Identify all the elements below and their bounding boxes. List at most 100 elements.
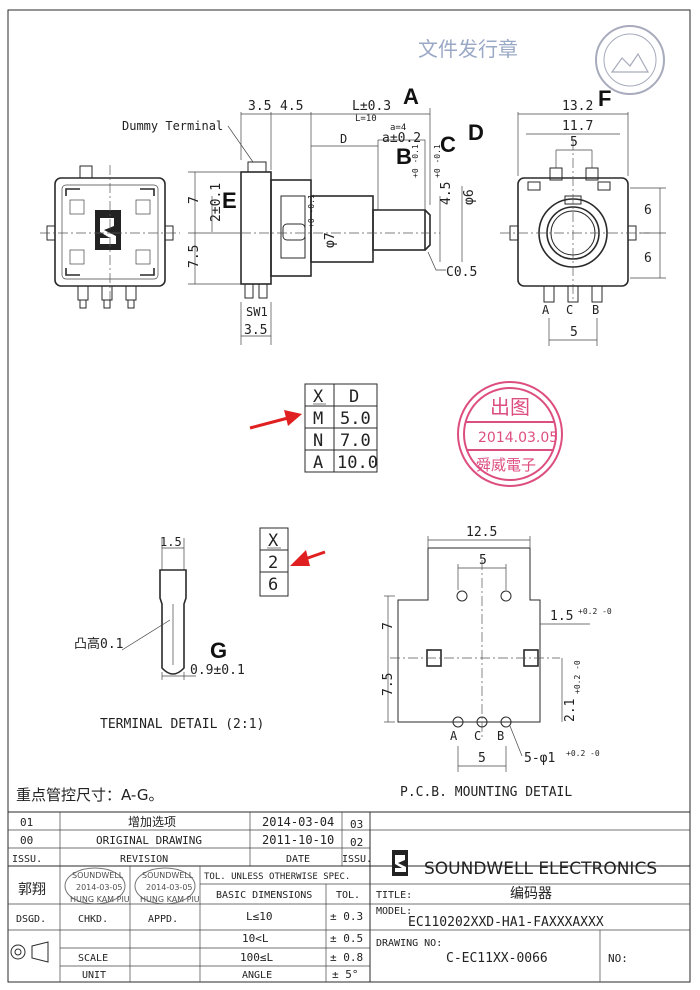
- x2-row-2: 2: [268, 553, 278, 573]
- letter-A: A: [403, 84, 419, 109]
- dim-5-pcb-bottom: 5: [478, 751, 486, 766]
- chkd-label: CHKD.: [78, 914, 108, 925]
- red-arrow-icon: [249, 410, 302, 430]
- xd-row-m-d: 5.0: [340, 409, 371, 429]
- scale-label: SCALE: [78, 953, 108, 964]
- title-label: TITLE:: [376, 890, 412, 901]
- dim-3.5-bottom: 3.5: [244, 323, 267, 338]
- model-label: MODEL:: [376, 906, 412, 917]
- projection-icon: [10, 941, 49, 963]
- tol-row4-dim: ANGLE: [242, 970, 272, 981]
- xd-row-a-x: A: [313, 453, 323, 473]
- tol-row2-tol: ± 0.5: [330, 932, 363, 945]
- unit-label: UNIT: [82, 970, 106, 981]
- dsgd-label: DSGD.: [16, 914, 46, 925]
- model-value: EC110202XXD-HA1-FAXXXAXXX: [408, 915, 604, 930]
- letter-B: B: [396, 144, 412, 169]
- xd-row-a-d: 10.0: [337, 453, 378, 473]
- dim-13.2: 13.2: [562, 99, 593, 114]
- dim-2.1-pcb: 2.1: [563, 699, 578, 722]
- front-view: [40, 165, 180, 309]
- dim-phi7-tol: +0 -0.1: [307, 194, 316, 228]
- dim-phi6-tol: +0 -0.1: [433, 144, 442, 178]
- pin-B-pcb: B: [497, 729, 504, 743]
- dim-L10: L=10: [355, 114, 377, 124]
- rev-row2-no: 00: [20, 834, 33, 847]
- tol-row3-tol: ± 0.8: [330, 951, 363, 964]
- pin-C-right: C: [566, 303, 573, 317]
- rev-row1-desc: 增加选项: [128, 815, 176, 829]
- dim-5-pcb: 5: [479, 553, 487, 568]
- soundwell-logo-icon: [95, 210, 121, 250]
- terminal-detail-title: TERMINAL DETAIL (2:1): [100, 717, 264, 732]
- dim-a02: a±0.2: [382, 131, 421, 146]
- terminal-detail: 1.5 0.9±0.1 G 凸高0.1 TERMINAL DETAIL (2:1…: [74, 535, 264, 732]
- letter-F: F: [598, 86, 611, 111]
- dim-phi6: φ6: [462, 189, 477, 205]
- stamp-bottom: 舜威電子: [476, 456, 536, 474]
- dim-11.7: 11.7: [562, 119, 593, 134]
- hdr-issu2: ISSU.: [342, 854, 372, 865]
- dim-4.5-top: 4.5: [280, 99, 303, 114]
- drawn-by: 郭翔: [18, 881, 46, 898]
- dim-7-pcb: 7: [381, 622, 396, 630]
- dim-7.5: 7.5: [187, 245, 202, 268]
- dim-2: 2±0.1: [209, 183, 224, 222]
- key-dims-note: 重点管控尺寸：A-G。: [16, 786, 164, 804]
- no-label: NO:: [608, 952, 628, 965]
- appd-label: APPD.: [148, 914, 178, 925]
- dim-2.1-pcb-tol: +0.2 -0: [573, 660, 582, 694]
- rev-row1-date: 2014-03-04: [262, 815, 334, 829]
- drawing-no-value: C-EC11XX-0066: [446, 951, 548, 966]
- tol-row1-dim: L≤10: [246, 910, 273, 923]
- dim-D-label: D: [340, 132, 347, 146]
- xd-header-x: X: [313, 387, 324, 407]
- tol-title: TOL. UNLESS OTHERWISE SPEC.: [204, 872, 350, 882]
- hdr-revision: REVISION: [120, 854, 168, 865]
- dim-5-bottom-right: 5: [570, 325, 578, 340]
- x2-row-6: 6: [268, 575, 278, 595]
- xd-row-n-d: 7.0: [340, 431, 371, 451]
- dim-0.9: 0.9±0.1: [190, 663, 245, 678]
- pcb-detail-title: P.C.B. MOUNTING DETAIL: [400, 785, 572, 800]
- title-value: 编码器: [510, 886, 552, 902]
- dim-7.5-pcb: 7.5: [381, 673, 396, 696]
- right-view: A C B 13.2 F 11.7 5 6 6 5: [500, 86, 666, 346]
- svg-text:2014-03-05: 2014-03-05: [76, 883, 123, 892]
- release-seal: [595, 25, 665, 95]
- pin-A-pcb: A: [450, 729, 458, 743]
- rev-row2-date: 2011-10-10: [262, 833, 334, 847]
- stamp-top: 出图: [490, 395, 530, 419]
- xd-header-d: D: [349, 387, 359, 407]
- dim-L: L±0.3: [352, 99, 391, 114]
- letter-G: G: [210, 638, 227, 663]
- x2-header: X: [268, 531, 279, 551]
- svg-text:HUNG KAM PIU: HUNG KAM PIU: [70, 895, 130, 904]
- dim-3.5-top: 3.5: [248, 99, 271, 114]
- rev-row1-code: 03: [350, 818, 363, 831]
- dim-1.5-pcb-tol: +0.2 -0: [578, 607, 612, 616]
- tol-row1-tol: ± 0.3: [330, 910, 363, 923]
- basic-dim-label: BASIC DIMENSIONS: [216, 890, 312, 901]
- xd-row-n-x: N: [313, 431, 323, 451]
- letter-C: C: [440, 132, 456, 157]
- dim-phi7: φ7: [323, 232, 338, 248]
- dim-1.5-terminal: 1.5: [160, 535, 182, 549]
- hdr-issu: ISSU.: [12, 854, 42, 865]
- svg-text:SOUNDWELL: SOUNDWELL: [142, 871, 194, 880]
- dummy-terminal-label: Dummy Terminal: [122, 119, 223, 133]
- pcb-detail: 12.5 5 A C B 7 7.5 1.5 +0.2 -0 2.1 +0.2 …: [381, 525, 612, 800]
- title-block: 01 增加选项 2014-03-04 03 00 ORIGINAL DRAWIN…: [8, 811, 690, 982]
- dim-4.5-tol: +0 -0.1: [411, 144, 420, 178]
- sw1-label: SW1: [246, 305, 268, 319]
- svg-text:HUNG KAM PIU: HUNG KAM PIU: [140, 895, 200, 904]
- dim-12.5: 12.5: [466, 525, 497, 540]
- approval-stamp-2: SOUNDWELL 2014-03-05 HUNG KAM PIU: [134, 867, 200, 905]
- dim-4.5-vertical: 4.5: [439, 182, 454, 205]
- hdr-date: DATE: [286, 854, 310, 865]
- dim-7: 7: [187, 196, 202, 204]
- dim-6-lower: 6: [644, 251, 652, 266]
- watermark-text: 文件发行章: [418, 37, 518, 61]
- drawing-no-label: DRAWING NO:: [376, 938, 442, 949]
